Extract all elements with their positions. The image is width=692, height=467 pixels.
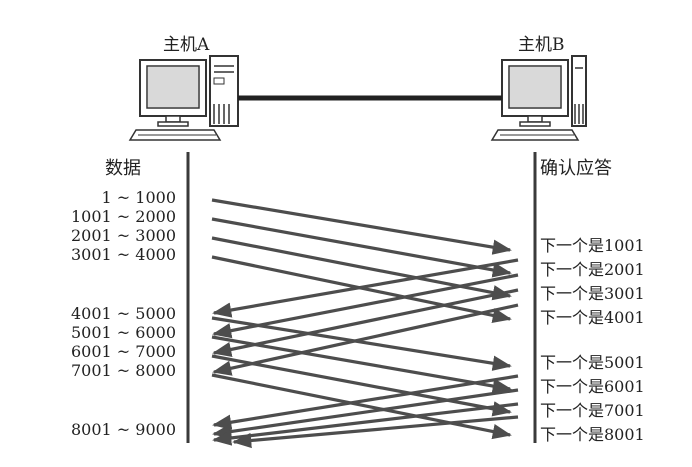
segment-label-1: 1 ~ 1000 — [101, 188, 176, 207]
ack-label-6: 下一个是6001 — [540, 377, 645, 396]
data-arrow-8 — [211, 373, 512, 440]
segment-label-7: 6001 ~ 7000 — [70, 342, 176, 361]
data-column-header: 数据 — [105, 158, 141, 179]
ack-arrow-6 — [212, 388, 519, 440]
ack-arrow-8 — [232, 415, 519, 449]
ack-label-2: 下一个是2001 — [540, 260, 645, 279]
ack-arrow-4 — [212, 303, 519, 376]
data-arrow-7 — [211, 354, 512, 417]
ack-label-1: 下一个是1001 — [540, 236, 645, 255]
ack-label-5: 下一个是5001 — [540, 353, 645, 372]
arrows-layer — [211, 198, 519, 449]
segment-label-6: 5001 ~ 6000 — [70, 323, 176, 342]
ack-arrow-5 — [212, 374, 519, 430]
ack-arrow-2 — [212, 273, 519, 339]
ack-label-3: 下一个是3001 — [540, 284, 645, 303]
ack-label-4: 下一个是4001 — [540, 308, 645, 327]
ack-label-8: 下一个是8001 — [540, 425, 645, 444]
ack-arrow-1 — [212, 258, 519, 318]
data-arrow-2 — [211, 217, 512, 278]
ack-label-7: 下一个是7001 — [540, 401, 645, 420]
ack-arrow-3 — [212, 288, 519, 358]
host-b-computer-icon — [490, 55, 587, 141]
ack-column-header: 确认应答 — [540, 158, 612, 179]
segment-label-2: 1001 ~ 2000 — [70, 207, 176, 226]
data-arrow-6 — [211, 335, 512, 394]
segment-label-9: 8001 ~ 9000 — [70, 420, 176, 439]
segment-label-5: 4001 ~ 5000 — [70, 304, 176, 323]
ack-arrow-7 — [212, 402, 519, 446]
host-b-title: 主机B — [518, 35, 565, 55]
segment-label-3: 2001 ~ 3000 — [70, 226, 176, 245]
segment-label-4: 3001 ~ 4000 — [70, 245, 176, 264]
host-a-title: 主机A — [163, 35, 210, 55]
host-a-computer-icon — [128, 55, 239, 141]
data-arrow-1 — [211, 198, 512, 255]
segment-label-8: 7001 ~ 8000 — [70, 361, 176, 380]
